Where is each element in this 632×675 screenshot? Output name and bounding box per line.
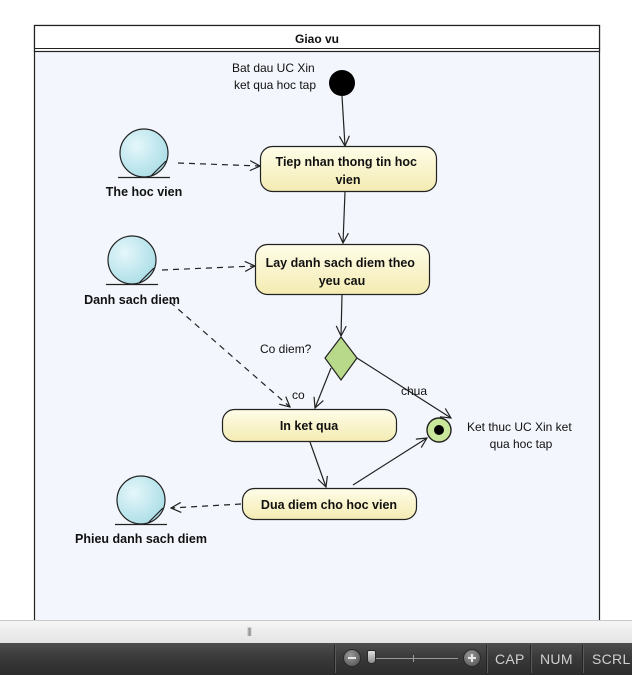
end-label-line: Ket thuc UC Xin ket xyxy=(467,420,572,434)
horizontal-scrollbar[interactable]: ||| xyxy=(0,620,632,643)
decision-label: Co diem? xyxy=(260,342,312,356)
flow-a2-decision[interactable] xyxy=(341,294,342,336)
objflow-a4-e3[interactable] xyxy=(171,504,242,508)
scroll-lock-indicator: SCRL xyxy=(592,651,631,667)
objflow-e2-a3[interactable] xyxy=(169,301,290,407)
entity-label: Phieu danh sach diem xyxy=(75,532,207,546)
end-label: Ket thuc UC Xin ket qua hoc tap xyxy=(467,420,575,451)
entity-label: Danh sach diem xyxy=(84,293,180,307)
zoom-out-icon[interactable] xyxy=(343,649,361,667)
flow-start-a1[interactable] xyxy=(342,95,345,146)
entity-danh-sach-diem[interactable] xyxy=(106,235,158,286)
final-node[interactable] xyxy=(426,417,452,443)
flow-decision-a3[interactable] xyxy=(315,367,332,408)
zoom-slider-track[interactable] xyxy=(370,658,458,659)
start-label-line: ket qua hoc tap xyxy=(234,78,316,92)
swimlane-header[interactable] xyxy=(33,24,601,53)
flow-decision-end[interactable] xyxy=(356,357,451,418)
svg-text:Tiep nhan thong tin hoc: Tiep nhan thong tin hoc vien xyxy=(276,155,421,187)
action-label-line: Tiep nhan thong tin hoc xyxy=(276,155,417,169)
action-label-line: Lay danh sach diem theo xyxy=(266,256,416,270)
objflow-e1-a1[interactable] xyxy=(177,163,260,166)
status-separator xyxy=(582,645,584,673)
svg-text:Lay danh sach diem theo: Lay danh sach diem theo yeu cau xyxy=(266,256,419,288)
entity-phieu-danh-sach-diem[interactable] xyxy=(115,475,167,526)
guard-yes-label: co xyxy=(292,388,305,402)
status-separator xyxy=(530,645,532,673)
swimlane[interactable] xyxy=(33,24,601,621)
start-label-line: Bat dau UC Xin xyxy=(232,61,315,75)
swimlane-title: Giao vu xyxy=(295,32,339,46)
guard-no-label: chua xyxy=(401,384,427,398)
entity-label: The hoc vien xyxy=(106,185,182,199)
initial-node[interactable] xyxy=(329,70,355,96)
zoom-slider-thumb[interactable] xyxy=(367,650,376,664)
action-tiep-nhan[interactable]: Tiep nhan thong tin hoc vien xyxy=(259,145,438,193)
objflow-e2-a2[interactable] xyxy=(161,266,255,270)
flow-a4-end[interactable] xyxy=(352,438,427,486)
action-label: Dua diem cho hoc vien xyxy=(261,498,397,512)
status-bar: CAP NUM SCRL xyxy=(0,643,632,675)
status-separator xyxy=(486,645,488,673)
diagram-canvas: Giao vu Bat dau UC Xin ket qua hoc tap T… xyxy=(33,24,601,621)
action-lay-danh-sach[interactable]: Lay danh sach diem theo yeu cau xyxy=(254,243,431,296)
zoom-in-icon[interactable] xyxy=(463,649,481,667)
end-label-line: qua hoc tap xyxy=(490,437,553,451)
num-lock-indicator: NUM xyxy=(540,651,573,667)
start-label: Bat dau UC Xin ket qua hoc tap xyxy=(232,61,318,92)
action-label-line: yeu cau xyxy=(319,274,366,288)
action-in-ket-qua[interactable]: In ket qua xyxy=(221,408,398,443)
flow-a3-a4[interactable] xyxy=(309,441,326,487)
scroll-grip-icon[interactable]: ||| xyxy=(246,626,252,636)
status-separator xyxy=(334,645,336,673)
zoom-slider-tick xyxy=(413,655,414,662)
decision-node[interactable] xyxy=(324,336,358,382)
caps-lock-indicator: CAP xyxy=(495,651,525,667)
action-label: In ket qua xyxy=(280,419,339,433)
action-dua-diem[interactable]: Dua diem cho hoc vien xyxy=(241,487,418,521)
flow-a1-a2[interactable] xyxy=(343,191,345,243)
activity-diagram: Giao vu Bat dau UC Xin ket qua hoc tap T… xyxy=(33,24,601,621)
action-label-line: vien xyxy=(335,173,360,187)
entity-the-hoc-vien[interactable] xyxy=(118,128,170,179)
